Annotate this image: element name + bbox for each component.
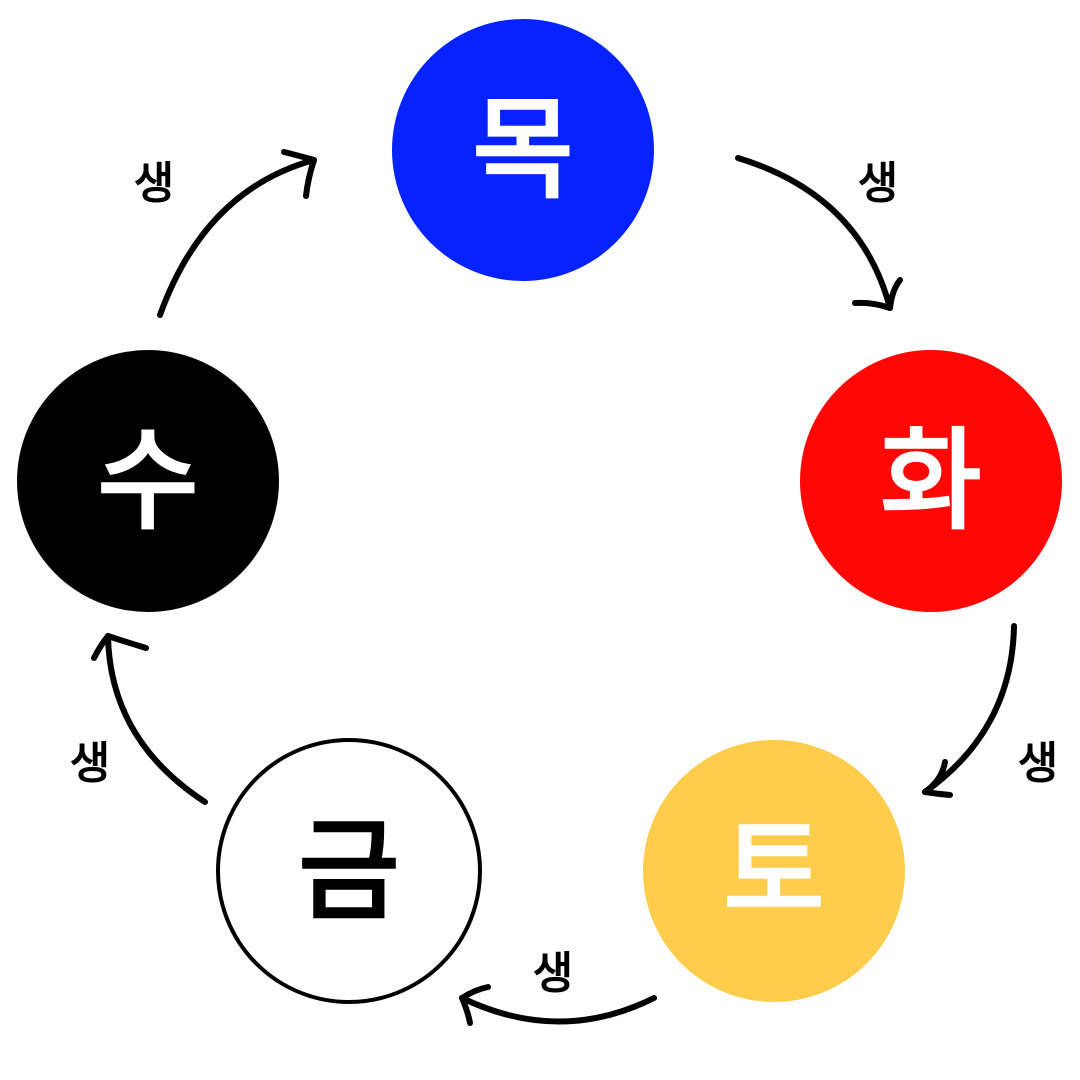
arrowhead-earth-to-metal [459,984,491,1026]
node-circle-earth [643,740,905,1002]
edge-wood-to-fire: 생 [735,155,903,311]
node-metal: 금 [216,738,482,1004]
node-label-wood: 목 [472,86,573,214]
arrow-metal-to-water [105,633,208,805]
node-fire: 화 [800,350,1062,612]
arrowhead-metal-to-water [91,633,149,661]
edge-earth-to-metal: 생 [459,948,657,1026]
node-label-water: 수 [97,417,198,545]
arrow-earth-to-metal [459,995,657,1025]
edge-label-fire-to-earth: 생 [1018,738,1058,789]
arrow-fire-to-earth [922,623,1017,795]
edge-label-wood-to-fire: 생 [858,158,898,209]
edge-metal-to-water: 생 [70,633,208,805]
arrowhead-water-to-wood [281,149,317,199]
edge-fire-to-earth: 생 [922,623,1058,798]
node-circle-metal [216,738,482,1004]
node-circle-wood [392,19,654,281]
node-label-metal: 금 [298,807,399,935]
node-earth: 토 [643,740,905,1002]
node-water: 수 [17,350,279,612]
edge-water-to-wood: 생 [134,149,317,318]
arrowhead-wood-to-fire [852,277,903,311]
arrowhead-fire-to-earth [922,759,953,798]
node-label-fire: 화 [880,417,981,545]
arrow-water-to-wood [157,157,317,318]
edge-label-earth-to-metal: 생 [533,948,573,999]
node-circle-fire [800,350,1062,612]
edge-label-water-to-wood: 생 [134,158,174,209]
arrow-wood-to-fire [735,155,893,311]
node-label-earth: 토 [723,807,824,935]
node-circle-water [17,350,279,612]
edge-label-metal-to-water: 생 [70,738,110,789]
node-wood: 목 [392,19,654,281]
